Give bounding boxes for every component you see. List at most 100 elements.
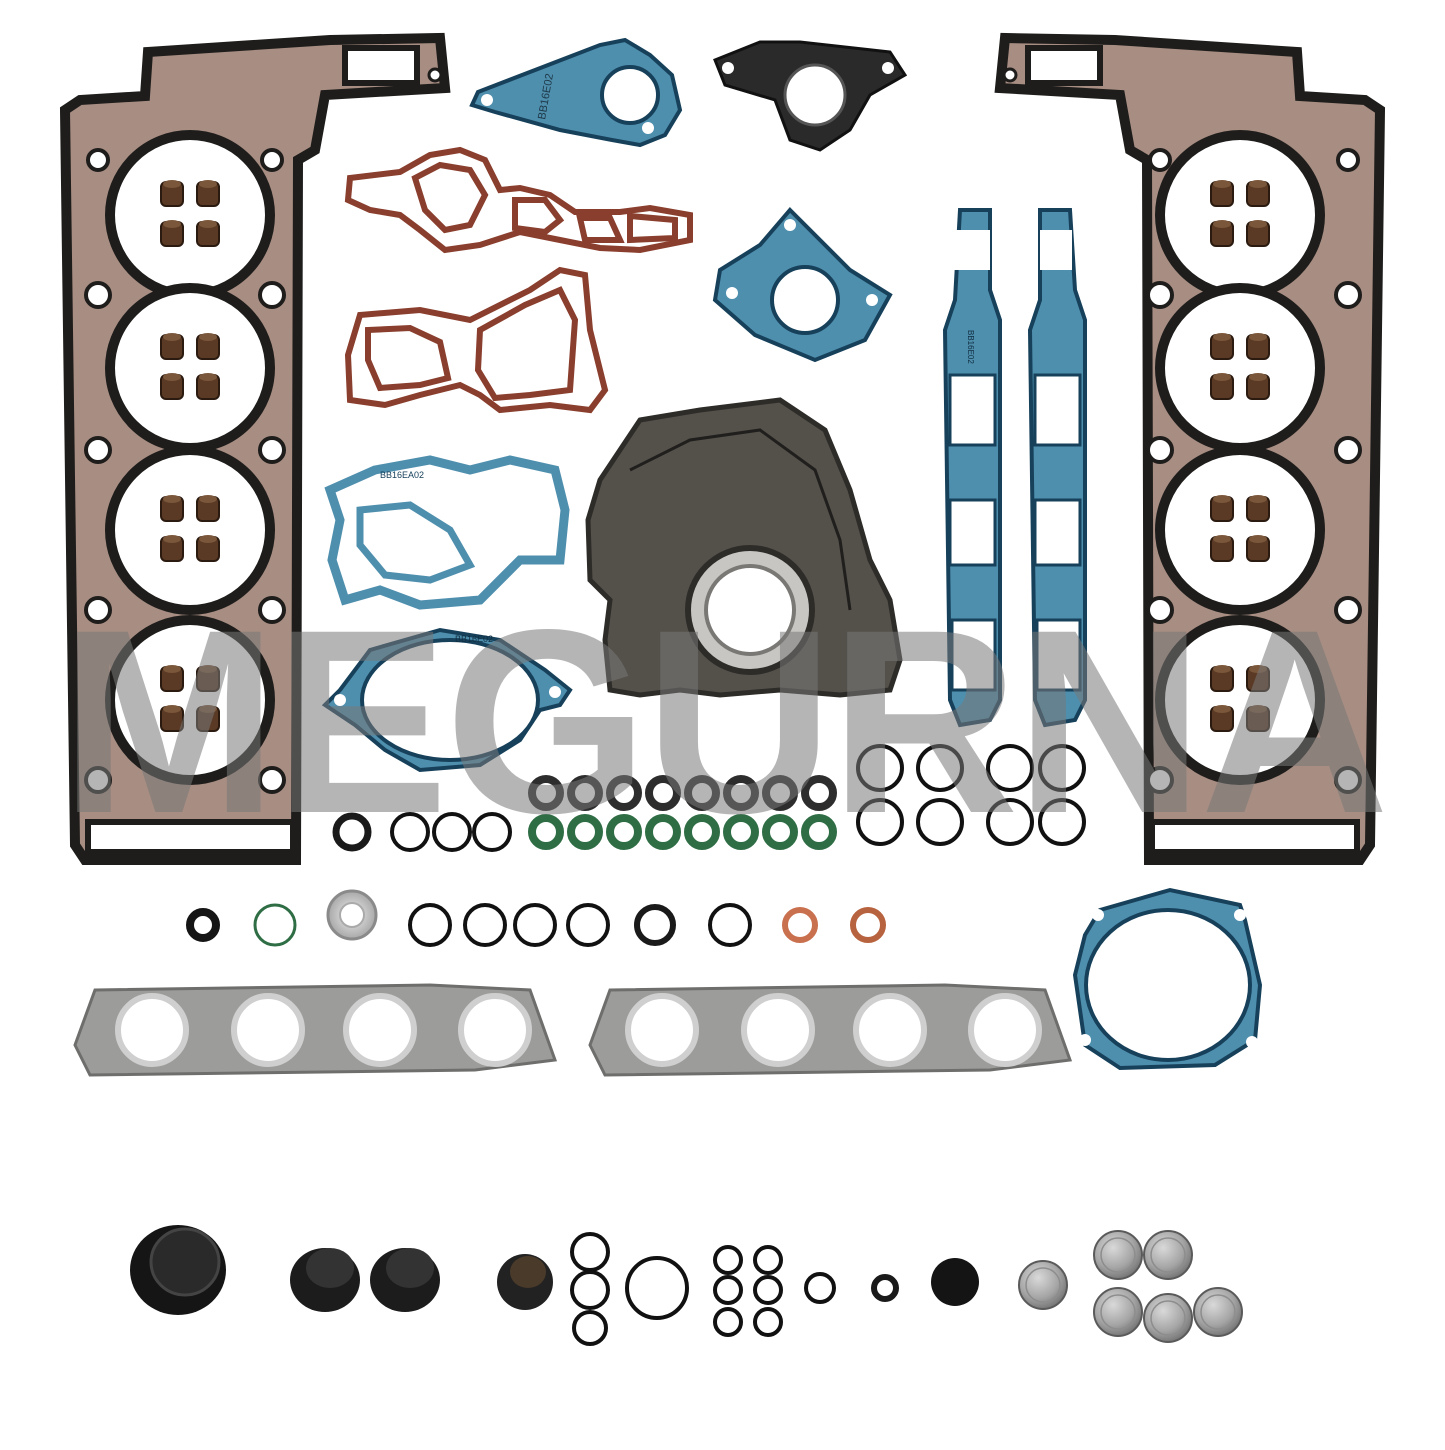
o-ring-icon <box>634 904 676 946</box>
o-ring-icon <box>801 775 837 811</box>
valve-seal-icon <box>1210 665 1234 692</box>
o-ring-icon <box>645 814 681 850</box>
o-ring-icon <box>570 1232 610 1272</box>
black-dome-plug <box>931 1258 979 1306</box>
valve-seal-icon <box>1210 495 1234 522</box>
valve-seal-icon <box>160 220 184 247</box>
o-ring-icon <box>916 744 964 792</box>
freeze-plug-icon <box>1193 1287 1243 1337</box>
o-ring-icon <box>871 1274 899 1302</box>
valve-seal-icon <box>1246 333 1270 360</box>
o-ring-icon <box>856 798 904 846</box>
round-gasket-marking: BB16E02 <box>455 634 493 644</box>
valve-seal-icon <box>196 373 220 400</box>
o-ring-icon <box>850 907 886 943</box>
plug-cap-2 <box>370 1248 440 1312</box>
exhaust-gasket-right <box>588 983 1073 1077</box>
plug-cap-1 <box>290 1248 360 1312</box>
o-ring-icon <box>528 775 564 811</box>
valve-seal-icon <box>160 333 184 360</box>
o-ring-icon <box>528 814 564 850</box>
valve-seal-icon <box>1210 220 1234 247</box>
o-ring-icon <box>804 1272 836 1304</box>
o-ring-icon <box>253 903 297 947</box>
o-ring-icon <box>723 814 759 850</box>
o-ring-icon <box>782 907 818 943</box>
valve-seal-icon <box>1246 220 1270 247</box>
o-ring-icon <box>713 1275 743 1305</box>
o-ring-icon <box>390 812 430 852</box>
valve-seal-icon <box>196 495 220 522</box>
valve-seal-icon <box>196 180 220 207</box>
o-ring-icon <box>753 1307 783 1337</box>
o-ring-icon <box>606 814 642 850</box>
left-head-gasket <box>59 32 451 865</box>
o-ring-icon <box>916 798 964 846</box>
o-ring-icon <box>753 1275 783 1305</box>
oil-cooler-gasket-top <box>344 146 693 254</box>
o-ring-icon <box>432 812 472 852</box>
valve-seal-icon <box>160 535 184 562</box>
o-ring-icon <box>1038 744 1086 792</box>
valve-seal-icon <box>196 665 220 692</box>
valve-seal-icon <box>1246 705 1270 732</box>
freeze-plugs <box>1018 1230 1243 1343</box>
o-ring-icon <box>332 812 372 852</box>
o-ring-icon <box>713 1245 743 1275</box>
sight-glass-seal <box>326 889 378 941</box>
valve-seal-icon <box>1210 705 1234 732</box>
o-ring-icon <box>986 744 1034 792</box>
water-pump-gasket: BB16EA02 <box>324 455 570 610</box>
o-ring-icon <box>684 775 720 811</box>
o-ring-icon <box>713 1307 743 1337</box>
valve-seal-icon <box>160 705 184 732</box>
valve-seal-icon <box>160 665 184 692</box>
o-ring-icon <box>645 775 681 811</box>
freeze-plug-icon <box>1093 1287 1143 1337</box>
o-ring-icon <box>566 903 610 947</box>
o-ring-icon <box>986 798 1034 846</box>
valve-seal-icon <box>1246 495 1270 522</box>
o-ring-icon <box>463 903 507 947</box>
o-ring-icon <box>572 1310 608 1346</box>
valve-seal-icon <box>1246 665 1270 692</box>
blue-housing-gasket <box>1072 887 1263 1071</box>
valve-seal-icon <box>1210 333 1234 360</box>
valve-seal-icon <box>196 333 220 360</box>
valve-seal-icon <box>1246 535 1270 562</box>
o-ring-icon <box>408 903 452 947</box>
exhaust-gasket-left <box>73 983 558 1077</box>
o-ring-icon <box>625 1256 689 1320</box>
valve-seal-icon <box>160 495 184 522</box>
o-ring-icon <box>570 1270 610 1310</box>
valve-seal-icon <box>160 373 184 400</box>
o-ring-icon <box>513 903 557 947</box>
o-ring-icon <box>567 814 603 850</box>
o-ring-icon <box>567 775 603 811</box>
freeze-plug-icon <box>1018 1260 1068 1310</box>
intake-strip-marking: BB16E02 <box>966 330 975 364</box>
valve-stem-seals <box>160 180 1270 732</box>
valve-seal-icon <box>196 705 220 732</box>
egr-gasket <box>713 40 908 152</box>
right-head-gasket <box>994 32 1386 865</box>
valve-seal-icon <box>160 180 184 207</box>
freeze-plug-icon <box>1143 1293 1193 1343</box>
oil-cooler-gasket-bottom <box>344 266 609 414</box>
valve-seal-icon <box>196 220 220 247</box>
o-ring-icon <box>606 775 642 811</box>
valve-seal-icon <box>1210 535 1234 562</box>
round-blue-gasket: BB16E02 <box>321 627 573 773</box>
o-ring-icon <box>762 814 798 850</box>
o-ring-icon <box>753 1245 783 1275</box>
o-ring-icon <box>723 775 759 811</box>
valve-seal-icon <box>196 535 220 562</box>
rear-main-seal-cover <box>585 397 903 698</box>
blue-water-gasket: BB16E02 <box>469 37 683 148</box>
o-ring-icon <box>708 903 752 947</box>
intake-gasket-strip-left: BB16E02 <box>942 208 1002 728</box>
o-ring-icon <box>762 775 798 811</box>
valve-seal-icon <box>1246 373 1270 400</box>
o-ring-icon <box>684 814 720 850</box>
